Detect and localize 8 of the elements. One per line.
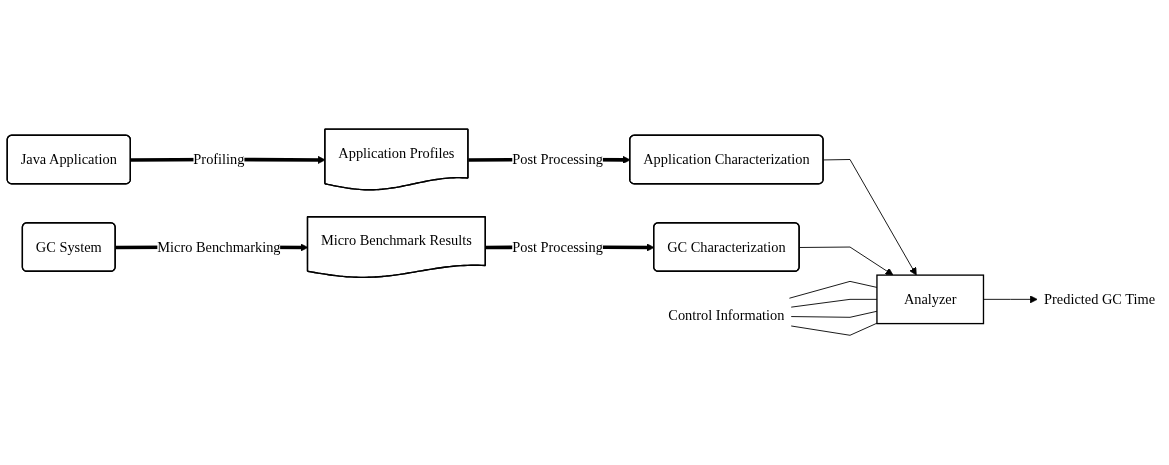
node-box: Analyzer <box>876 274 985 325</box>
edge-label: Micro Benchmarking <box>157 239 281 255</box>
edge-label: Profiling <box>193 151 245 167</box>
edge-label: Post Processing <box>512 151 603 167</box>
node-text: Predicted GC Time <box>1044 291 1156 307</box>
connector <box>790 323 878 336</box>
edge-label: Post Processing <box>512 239 603 255</box>
node-text: Control Information <box>668 307 785 324</box>
